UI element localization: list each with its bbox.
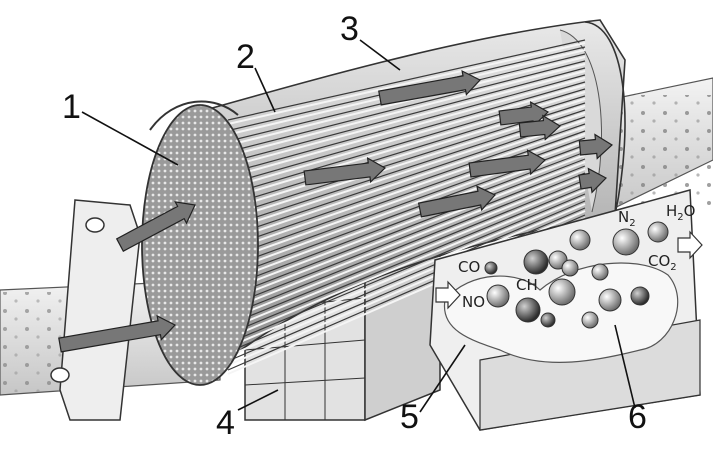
inlet-face: [141, 100, 259, 386]
block-arrow-out-icon: [677, 230, 703, 260]
channel-highlight: [247, 126, 586, 245]
callout-1: 1: [62, 88, 81, 126]
callout-2: 2: [236, 38, 255, 76]
callout-6: 6: [628, 398, 647, 436]
channel-highlight: [241, 84, 586, 185]
exhaust-flow-arrow-icon: [303, 156, 386, 186]
exhaust-flow-arrow-icon: [58, 314, 176, 353]
channel-highlight: [247, 119, 586, 235]
molecule-sphere-icon: [515, 297, 541, 323]
molecule-sphere-icon: [630, 286, 650, 306]
channel-line: [241, 172, 586, 311]
channel-line: [245, 151, 586, 281]
molecule-sphere-icon: [523, 249, 549, 275]
molecule-sphere-icon: [486, 284, 510, 308]
channel-highlight: [239, 77, 586, 175]
channel-line: [237, 186, 586, 331]
molecule-sphere-icon: [591, 263, 609, 281]
label-no: NO: [462, 293, 485, 311]
channel-line: [241, 81, 586, 181]
channel-highlight: [232, 203, 586, 355]
label-h2o: H2O: [666, 202, 695, 223]
channel-line: [239, 74, 586, 171]
molecule-sphere-icon: [647, 221, 669, 243]
channel-line: [232, 200, 586, 351]
channel-highlight: [235, 63, 586, 155]
molecule-sphere-icon: [561, 259, 579, 277]
channel-highlight: [245, 154, 586, 285]
label-ch: CH: [516, 276, 538, 294]
catalyst-channels: [227, 39, 586, 375]
inlet-flange: [50, 199, 141, 421]
channel-highlight: [227, 42, 586, 125]
callout-5: 5: [400, 398, 419, 436]
channel-line: [235, 60, 586, 151]
molecule-sphere-icon: [569, 229, 591, 251]
exhaust-flow-arrow-icon: [518, 114, 561, 141]
channel-line: [243, 88, 586, 191]
exhaust-flow-arrow-icon: [578, 167, 607, 194]
channel-highlight: [243, 168, 586, 305]
channel-line: [227, 39, 586, 121]
molecule-sphere-icon: [612, 228, 640, 256]
channel-highlight: [237, 189, 586, 335]
exhaust-flow-arrow-icon: [468, 149, 546, 178]
channel-highlight: [237, 70, 586, 165]
molecule-sphere-icon: [598, 288, 622, 312]
channel-highlight: [234, 196, 586, 345]
molecule-sphere-icon: [548, 278, 576, 306]
channel-line: [244, 158, 586, 291]
label-n2: N2: [618, 208, 636, 229]
channel-line: [239, 179, 586, 321]
molecule-sphere-icon: [581, 311, 599, 329]
channel-line: [243, 165, 586, 301]
callout-4: 4: [216, 404, 235, 442]
channel-highlight: [239, 182, 586, 325]
exhaust-flow-arrow-icon: [578, 133, 613, 160]
molecules: [484, 221, 669, 329]
flow-arrows: [58, 69, 613, 353]
exhaust-flow-arrow-icon: [378, 69, 481, 106]
label-co: CO: [458, 258, 480, 276]
block-arrow-in-icon: [435, 280, 461, 310]
molecule-sphere-icon: [484, 261, 498, 275]
channel-highlight: [244, 161, 586, 295]
callout-3: 3: [340, 10, 359, 48]
leader-lines: [81, 39, 636, 413]
channel-line: [247, 123, 586, 241]
molecule-sphere-icon: [540, 312, 556, 328]
channel-highlight: [241, 175, 586, 315]
channel-line: [237, 67, 586, 161]
exhaust-flow-arrow-icon: [417, 185, 496, 218]
channel-line: [230, 207, 586, 361]
channel-line: [235, 193, 586, 341]
label-co2: CO2: [648, 252, 677, 273]
exhaust-flow-arrow-icon: [115, 201, 196, 252]
